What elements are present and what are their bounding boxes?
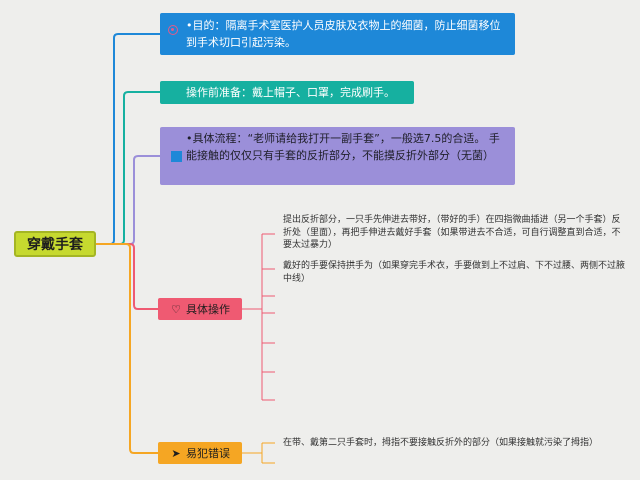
mistakes-subconnectors xyxy=(242,442,275,464)
topic-preparation-text: 操作前准备：戴上帽子、口罩，完成刷手。 xyxy=(186,86,395,99)
connector-process xyxy=(96,155,160,245)
root-topic[interactable]: 穿戴手套 xyxy=(14,231,96,257)
connector-operation xyxy=(96,243,158,310)
operation-step-1[interactable]: 提出反折部分，一只手先伸进去带好，（带好的手）在四指微曲插进（另一个手套）反折处… xyxy=(283,215,621,250)
blue-square-icon xyxy=(171,151,182,162)
target-icon xyxy=(168,25,178,35)
topic-purpose-text: •目的：隔离手术室医护人员皮肤及衣物上的细菌，防止细菌移位到手术切口引起污染。 xyxy=(186,19,501,49)
topic-process-text: •具体流程：“老师请给我打开一副手套”，一般选7.5的合适。 手能接触的仅仅只有… xyxy=(186,132,500,162)
topic-process[interactable]: •具体流程：“老师请给我打开一副手套”，一般选7.5的合适。 手能接触的仅仅只有… xyxy=(160,127,515,185)
heart-icon: ♡ xyxy=(171,302,181,316)
paper-plane-icon: ➤ xyxy=(171,446,181,460)
connector-mistakes xyxy=(96,243,158,454)
mistake-item-1[interactable]: 在带、戴第二只手套时，拇指不要接触反折外的部分（如果接触就污染了拇指） xyxy=(283,438,599,448)
operation-step-2[interactable]: 戴好的手要保持拱手为（如果穿完手术衣，手要做到上不过肩、下不过腰、两侧不过腋中线… xyxy=(283,261,626,284)
topic-operation-label: 具体操作 xyxy=(186,303,230,316)
operation-subconnectors xyxy=(242,233,275,401)
topic-operation[interactable]: ♡ 具体操作 xyxy=(158,298,242,320)
topic-purpose[interactable]: •目的：隔离手术室医护人员皮肤及衣物上的细菌，防止细菌移位到手术切口引起污染。 xyxy=(160,13,515,55)
connector-preparation xyxy=(96,91,160,245)
topic-mistakes-label: 易犯错误 xyxy=(186,447,230,460)
topic-mistakes[interactable]: ➤ 易犯错误 xyxy=(158,442,242,464)
root-topic-label: 穿戴手套 xyxy=(27,237,83,253)
connector-purpose xyxy=(96,33,160,245)
topic-preparation[interactable]: 操作前准备：戴上帽子、口罩，完成刷手。 xyxy=(160,81,414,104)
